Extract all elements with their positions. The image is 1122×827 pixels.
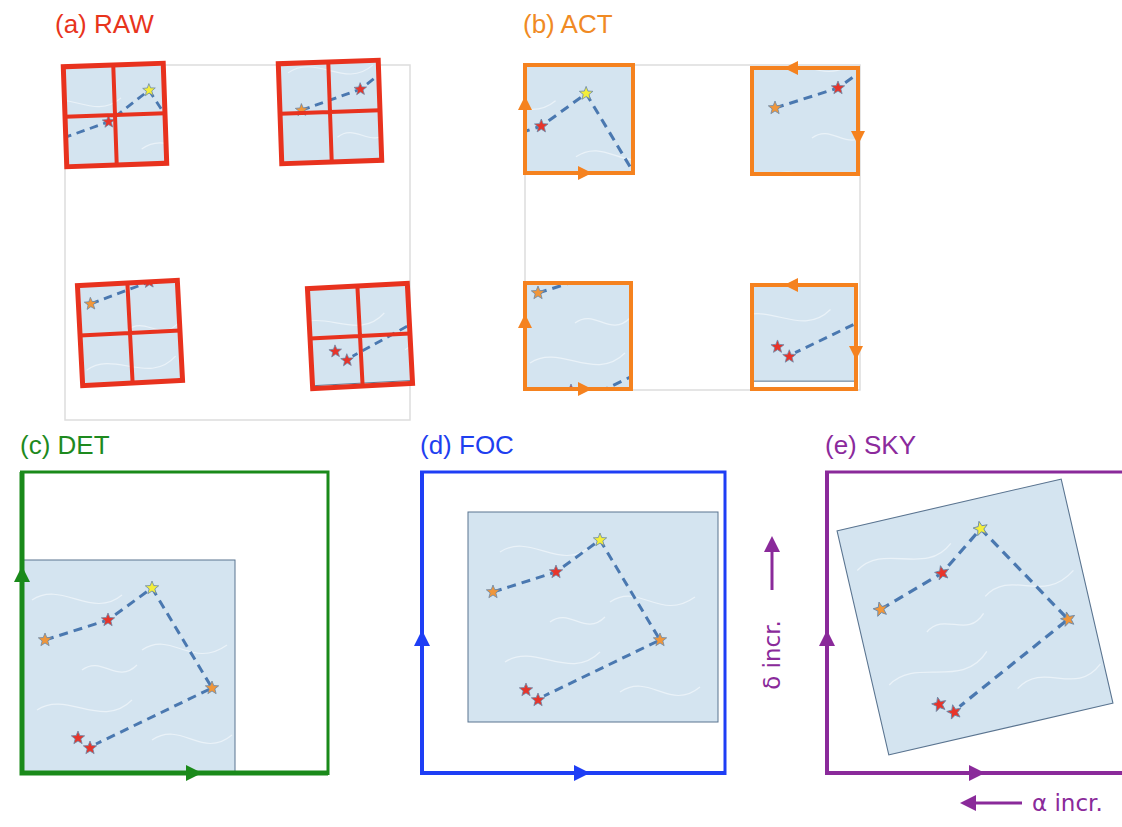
foc-panel: (d) FOC <box>420 472 725 775</box>
act-panel: (b) ACT <box>525 65 860 390</box>
det-panel: (c) DET <box>20 472 328 775</box>
panel-heading: (e) SKY <box>825 430 916 460</box>
raw-panel: (a) RAW <box>65 65 410 420</box>
sky-panel: (e) SKY <box>825 472 1122 775</box>
panel-heading: (c) DET <box>20 430 110 460</box>
axis-label: α incr. <box>1030 789 1105 817</box>
panel-heading: (d) FOC <box>420 430 514 460</box>
panel-heading: (a) RAW <box>55 9 154 39</box>
axis-label: δ incr. <box>758 618 786 692</box>
panel-heading: (b) ACT <box>523 9 613 39</box>
